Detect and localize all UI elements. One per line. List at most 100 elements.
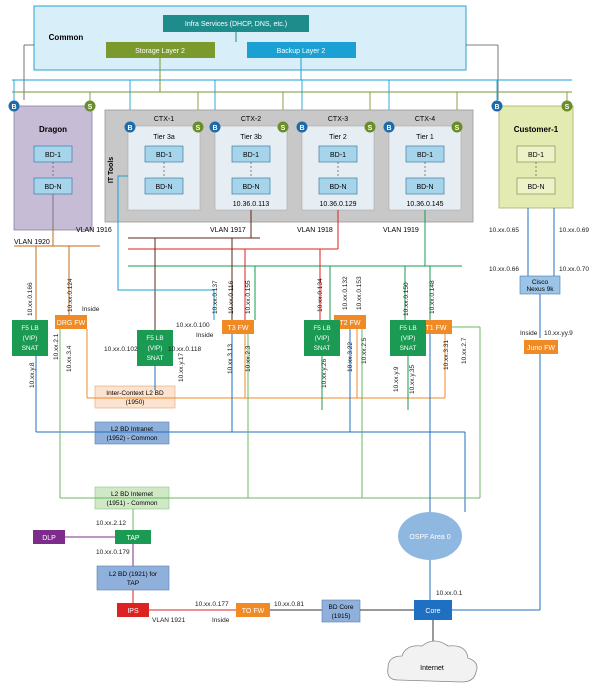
t1-fw: T1 FW xyxy=(420,320,452,334)
svg-text:Cisco: Cisco xyxy=(532,279,549,286)
addr-t2-y26: 10.xx.y.26 xyxy=(321,358,328,388)
label-inside-juno: Inside xyxy=(520,330,538,337)
svg-text:S: S xyxy=(455,125,460,132)
it-tools-link xyxy=(117,175,215,320)
svg-text:SNAT: SNAT xyxy=(400,345,417,352)
badge-s-ctx1 xyxy=(192,121,204,133)
ctx-2-name: CTX-2 xyxy=(241,116,261,123)
f5-lb-t3: F5 LB (VIP) SNAT xyxy=(137,330,173,366)
ctx-1-bd-n xyxy=(144,177,184,195)
addr-t2-132: 10.xx.0.132 xyxy=(342,276,349,310)
svg-text:Nexus 9k: Nexus 9k xyxy=(526,286,554,293)
ctx-3-bd-n xyxy=(318,177,358,195)
svg-text:BD Core: BD Core xyxy=(329,604,354,611)
storage-layer-label: Storage Layer 2 xyxy=(135,48,185,55)
addr-t1-148: 10.xx.0.148 xyxy=(429,280,436,314)
common-label: Common xyxy=(49,33,84,42)
common-bracket-lines xyxy=(23,44,499,100)
label-inside-to: Inside xyxy=(212,617,230,624)
vlan-1921: VLAN 1921 xyxy=(152,617,186,624)
ctx-1-bd-n-label: BD-N xyxy=(155,184,172,191)
svg-text:Inter-Context L2 BD: Inter-Context L2 BD xyxy=(106,390,164,397)
ctx-2-ip: 10.36.0.113 xyxy=(233,201,270,208)
internet-cloud: Internet xyxy=(387,640,478,683)
addr-t2-153: 10.xx.0.153 xyxy=(356,276,363,310)
svg-text:TAP: TAP xyxy=(127,580,139,587)
vlan-1919: VLAN 1919 xyxy=(383,227,419,234)
addr-t2-25: 10.xx.2.5 xyxy=(361,337,368,364)
label-inside-t3: Inside xyxy=(196,332,214,339)
t3-fw: T3 FW xyxy=(222,320,254,334)
svg-text:S: S xyxy=(565,104,570,111)
vlan-1918: VLAN 1918 xyxy=(297,227,333,234)
svg-text:Core: Core xyxy=(425,608,440,615)
it-tools-label: IT Tools xyxy=(108,157,115,183)
label-inside-drg: Inside xyxy=(82,306,100,313)
svg-text:(VIP): (VIP) xyxy=(23,335,38,342)
ctx-1: CTX-1 Tier 3a BD-1 BD-N xyxy=(127,116,201,211)
dragon-links xyxy=(35,230,70,320)
badge-b-dragon xyxy=(8,100,20,112)
svg-text:TAP: TAP xyxy=(126,535,139,542)
svg-text:F5 LB: F5 LB xyxy=(146,335,163,342)
cisco-nexus: Cisco Nexus 9k xyxy=(519,275,561,295)
addr-cust-70: 10.xx.0.70 xyxy=(559,266,589,273)
ctx-4-bd-1-label: BD-1 xyxy=(417,152,433,159)
ips-box: IPS xyxy=(117,603,149,617)
intranet-bd: L2 BD Intranet (1952) - Common xyxy=(94,421,170,445)
svg-text:F5 LB: F5 LB xyxy=(313,325,330,332)
addr-t3-y17: 10.xx.y.17 xyxy=(178,352,185,382)
badge-b-ctx3 xyxy=(296,121,308,133)
svg-text:T3 FW: T3 FW xyxy=(228,325,249,332)
svg-text:(1952) - Common: (1952) - Common xyxy=(107,435,158,442)
addr-t1-27: 10.xx.2.7 xyxy=(461,337,468,364)
svg-text:L2 BD Internet: L2 BD Internet xyxy=(111,491,153,498)
badge-s-ctx3 xyxy=(364,121,376,133)
customer-title: Customer-1 xyxy=(514,125,559,134)
badge-b-customer xyxy=(491,100,503,112)
dlp-box: DLP xyxy=(33,530,65,544)
infra-services-box xyxy=(163,15,309,32)
svg-text:T2 FW: T2 FW xyxy=(340,320,361,327)
ctx-1-tier: Tier 3a xyxy=(153,134,175,141)
svg-text:(VIP): (VIP) xyxy=(315,335,330,342)
addr-juno-yy9: 10.xx.yy.9 xyxy=(544,330,573,337)
addr-t3-102: 10.xx.0.102 xyxy=(104,346,138,353)
addr-t3-137: 10.xx.0.137 xyxy=(212,280,219,314)
addr-t3-23: 10.xx.2.3 xyxy=(245,345,252,372)
svg-text:(1951) - Common: (1951) - Common xyxy=(107,500,158,507)
ctx-2-bd-n xyxy=(231,177,271,195)
badge-s-dragon xyxy=(84,100,96,112)
ctx-links xyxy=(154,210,431,330)
badge-b-ctx1 xyxy=(124,121,136,133)
svg-text:SNAT: SNAT xyxy=(314,345,331,352)
ctx-3: CTX-3 Tier 2 BD-1 BD-N 10.36.0.129 xyxy=(301,116,375,211)
addr-drg-34: 10.xx.3.4 xyxy=(66,345,73,372)
addr-tap-212: 10.xx.2.12 xyxy=(96,520,126,527)
backup-line xyxy=(12,58,572,81)
ctx-1-name: CTX-1 xyxy=(154,116,174,123)
svg-text:L2 BD (1921) for: L2 BD (1921) for xyxy=(109,571,158,578)
badge-s-ctx2 xyxy=(277,121,289,133)
svg-text:L2 BD Intranet: L2 BD Intranet xyxy=(111,426,153,433)
addr-cust-69: 10.xx.0.69 xyxy=(559,227,589,234)
ctx-4-name: CTX-4 xyxy=(415,116,435,123)
customer-links xyxy=(452,208,555,611)
f5-lb-t1: F5 LB (VIP) SNAT xyxy=(390,320,426,356)
svg-text:SNAT: SNAT xyxy=(147,355,164,362)
address-labels: 10.xx.0.166 10.xx.0.124 Inside 10.xx.2.1… xyxy=(27,227,589,624)
svg-text:S: S xyxy=(281,125,286,132)
vlan-1917: VLAN 1917 xyxy=(210,227,246,234)
addr-cust-65: 10.xx.0.65 xyxy=(489,227,519,234)
svg-text:DLP: DLP xyxy=(42,535,56,542)
addr-core-1: 10.xx.0.1 xyxy=(436,590,463,597)
addr-t1-331: 10.xx.3.31 xyxy=(443,340,450,370)
dragon-bd-n-label: BD-N xyxy=(44,184,61,191)
addr-t1-y9: 10.xx.y.9 xyxy=(393,366,400,392)
ctx-3-ip: 10.36.0.129 xyxy=(320,201,357,208)
addr-t2-322: 10.xx.3.22 xyxy=(347,342,354,372)
storage-line xyxy=(12,58,572,93)
addr-to-81: 10.xx.0.81 xyxy=(274,601,304,608)
addr-to-177: 10.xx.0.177 xyxy=(195,601,229,608)
